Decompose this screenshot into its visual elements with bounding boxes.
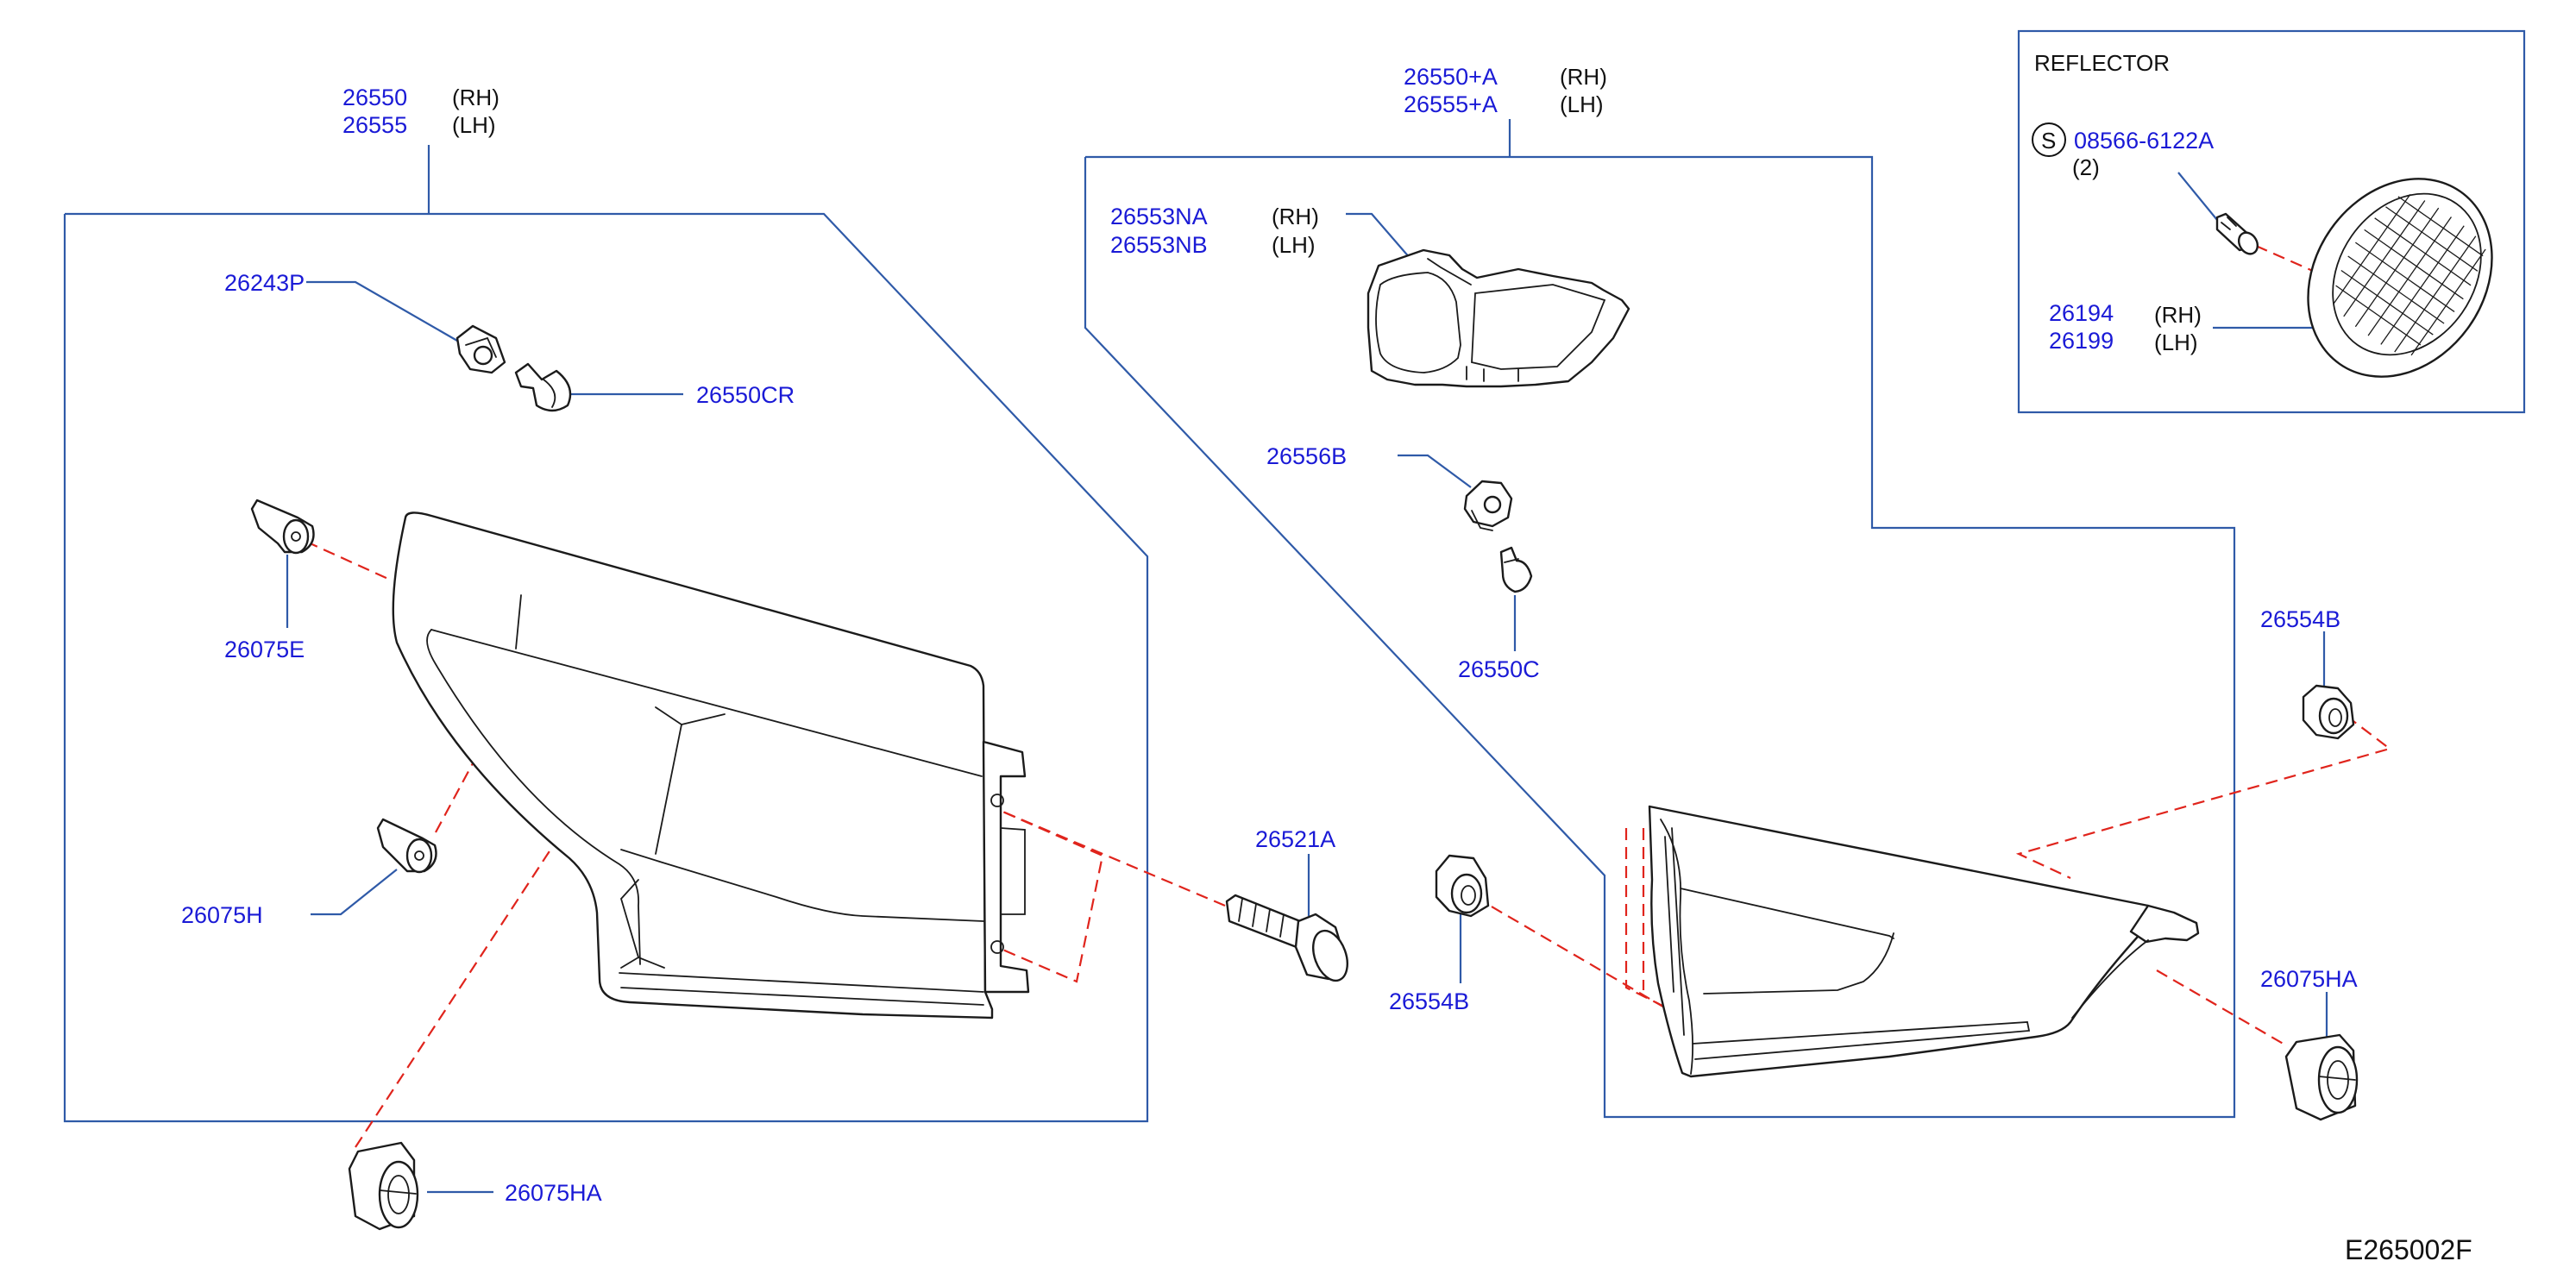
callout-grommet-inner: 26075HA: [2260, 966, 2358, 992]
inner-lamp-part-rh: 26550+A: [1404, 64, 1498, 90]
reflector-screw-qty: (2): [2072, 154, 2100, 180]
callout-clip-lower: 26075H: [181, 902, 263, 928]
lamp-housing-part-rh: 26553NA: [1110, 204, 1208, 229]
socket-inner-leader: [1398, 454, 1472, 488]
reflector-inset-box: [2017, 29, 2526, 414]
socket-outer-leader: [306, 280, 458, 342]
callout-socket-outer: 26243P: [224, 270, 305, 296]
inner-lamp-edge-dash: [1624, 828, 1679, 1014]
reflector-screw-dash: [2255, 244, 2322, 276]
grommet-outer-dash: [355, 836, 560, 1148]
lamp-housing-part-lh: 26553NB: [1110, 232, 1208, 258]
lamp-housing-rh-label: (RH): [1272, 204, 1319, 229]
clip-upper-dash: [305, 540, 391, 581]
grommet-26075HA-inner-icon: [2284, 1033, 2359, 1121]
grommet-inner-dash: [2156, 969, 2287, 1046]
callout-bolt: 26521A: [1255, 826, 1335, 852]
lamp-housing-icon: [1367, 248, 1630, 388]
inner-lamp-lh-label: (LH): [1560, 91, 1604, 117]
callout-socket-inner: 26556B: [1266, 443, 1347, 469]
callout-grommet-outer: 26075HA: [505, 1180, 602, 1206]
outer-lamp-lh-label: (LH): [452, 112, 496, 138]
bolt-dash: [1000, 809, 1226, 983]
bulb-26550C-icon: [1499, 546, 1533, 593]
outer-lamp-part-rh: 26550: [342, 85, 407, 110]
nut-right-dash: [2015, 715, 2392, 879]
lamp-housing-lh-label: (LH): [1272, 232, 1316, 258]
inner-lamp-part-lh: 26555+A: [1404, 91, 1498, 117]
nut-26554B-right-icon: [2302, 684, 2355, 740]
screw-symbol-circle: [2032, 122, 2066, 157]
callout-bulb-outer: 26550CR: [696, 382, 795, 408]
socket-26243P-icon: [456, 324, 506, 374]
inner-lamp-rh-label: (RH): [1560, 64, 1607, 90]
reflector-part-lh: 26199: [2049, 328, 2114, 354]
drawing-code: E265002F: [2345, 1234, 2472, 1265]
clip-26075H-icon: [376, 818, 437, 874]
outer-lamp-part-lh: 26555: [342, 112, 407, 138]
socket-26556B-icon: [1463, 480, 1513, 531]
bolt-26521A-icon: [1225, 894, 1348, 982]
nut-26554B-center-icon: [1435, 854, 1490, 918]
bulb-26550CR-icon: [514, 362, 572, 412]
clip-26075E-icon: [250, 499, 315, 555]
callout-bulb-inner: 26550C: [1458, 656, 1540, 682]
screw-symbol: S: [2041, 128, 2056, 154]
callout-clip-upper: 26075E: [224, 637, 305, 662]
inner-lamp-assembly: [1648, 805, 2200, 1078]
reflector-lh-label: (LH): [2154, 329, 2198, 355]
clip-lower-leader: [311, 869, 398, 916]
reflector-screw-part: 08566-6122A: [2074, 128, 2214, 154]
nut-center-dash: [1474, 896, 1683, 1019]
callout-nut-center: 26554B: [1389, 988, 1469, 1014]
reflector-screw-icon: [2215, 212, 2259, 255]
reflector-rh-label: (RH): [2154, 302, 2202, 328]
reflector-title: REFLECTOR: [2034, 50, 2170, 76]
reflector-icon: [2307, 178, 2493, 378]
lamp-housing-leader: [1346, 212, 1411, 260]
outer-lamp-rh-label: (RH): [452, 85, 499, 110]
reflector-part-rh: 26194: [2049, 300, 2114, 326]
callout-nut-right: 26554B: [2260, 606, 2340, 632]
outer-lamp-frame: [63, 212, 1149, 1123]
clip-lower-dash: [435, 762, 474, 833]
grommet-26075HA-outer-icon: [348, 1141, 419, 1231]
outer-lamp-assembly: [392, 511, 1030, 1020]
inner-lamp-frame: [1084, 155, 2236, 1119]
